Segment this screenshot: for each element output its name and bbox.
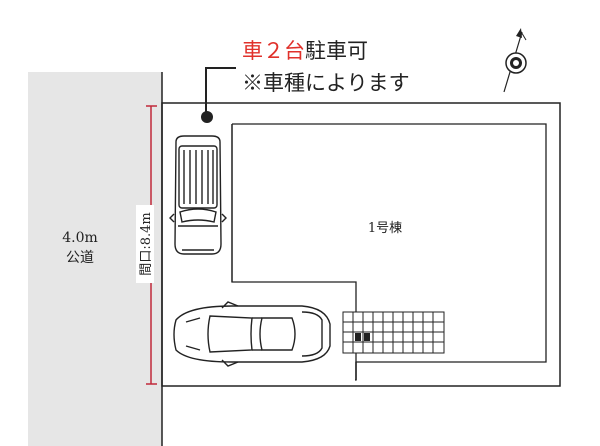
frontage-label: 間口:8.4m xyxy=(139,212,154,275)
north-arrow-icon xyxy=(503,28,527,93)
road-type-label: 公道 xyxy=(66,250,94,266)
annotation-black-text: 駐車可 xyxy=(305,39,368,63)
annotation-line1: 車２台駐車可 xyxy=(242,39,368,63)
annotation-line2: ※車種によります xyxy=(242,71,410,95)
building-label: 1号棟 xyxy=(368,221,402,236)
sedan-top-view-icon xyxy=(173,301,331,367)
lot-boundary xyxy=(161,102,561,387)
stairs-grid-icon xyxy=(342,311,445,354)
callout-leader xyxy=(201,67,236,123)
annotation-red-text: 車２台 xyxy=(242,39,305,63)
frontage-dimension xyxy=(136,105,157,385)
suv-top-view-icon xyxy=(169,135,227,255)
road-width-label: 4.0m xyxy=(62,230,98,246)
